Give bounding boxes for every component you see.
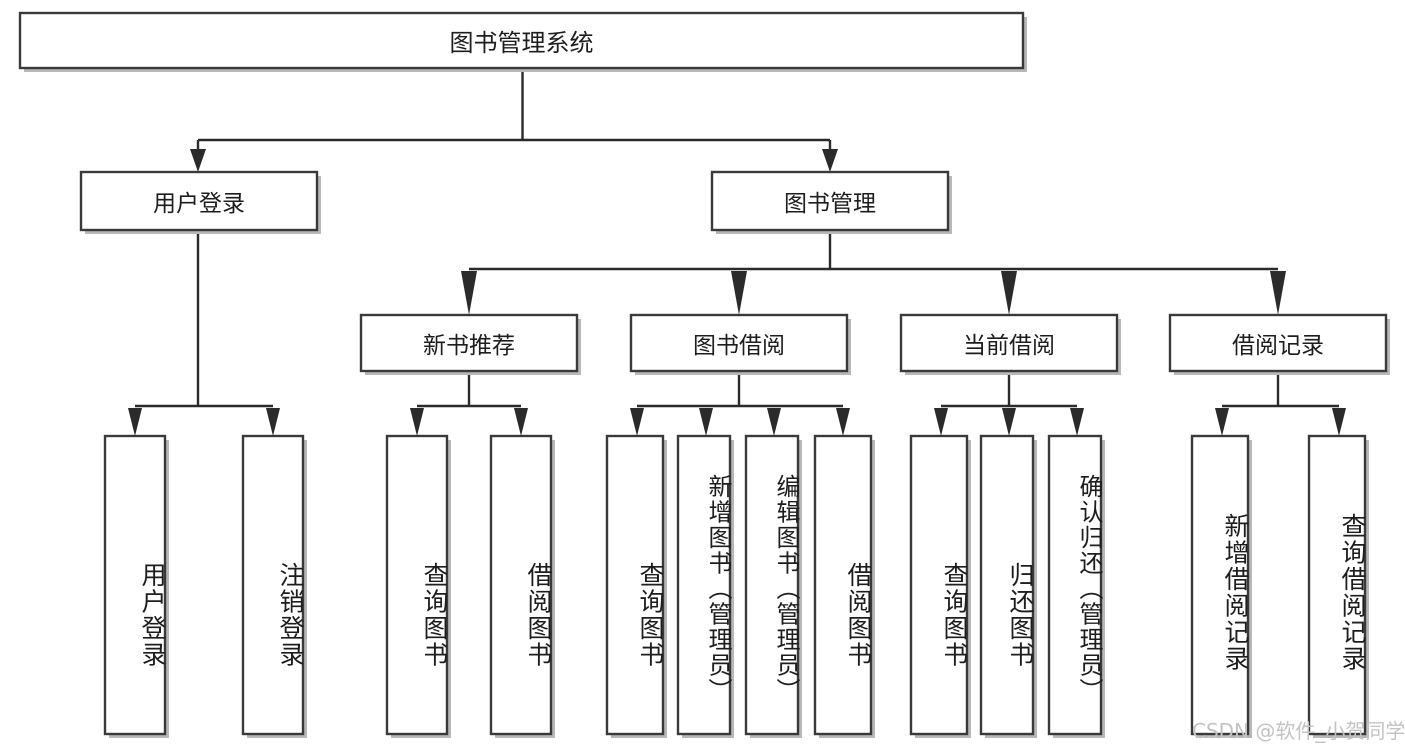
arrowhead-leaf-query-book-1: [410, 408, 424, 436]
arrowhead-current-borrow: [1001, 271, 1017, 315]
node-box-book-borrow[interactable]: [629, 313, 849, 373]
node-box-leaf-query-book-2[interactable]: [605, 434, 665, 736]
arrowhead-book-manage: [822, 149, 838, 172]
node-box-leaf-return-book[interactable]: [979, 434, 1035, 736]
edge-group: [128, 70, 1346, 436]
node-box-leaf-edit-book[interactable]: [744, 434, 800, 736]
node-box-leaf-borrow-book-1[interactable]: [489, 434, 553, 736]
node-box-book-manage[interactable]: [710, 170, 950, 232]
arrowhead-leaf-confirm-return: [1070, 408, 1084, 436]
arrowhead-new-book-recommend: [461, 271, 477, 315]
arrowhead-borrow-record: [1270, 271, 1286, 315]
node-box-leaf-add-record[interactable]: [1190, 434, 1250, 736]
arrowhead-leaf-user-login: [128, 408, 142, 436]
arrowhead-leaf-borrow-book-1: [514, 408, 528, 436]
arrowhead-leaf-query-book-3: [934, 408, 948, 436]
node-box-new-book-recommend[interactable]: [359, 313, 579, 373]
node-box-user-login[interactable]: [79, 170, 319, 232]
arrowhead-user-login: [190, 149, 206, 172]
arrowhead-leaf-query-record: [1332, 408, 1346, 436]
node-box-leaf-confirm-return[interactable]: [1047, 434, 1103, 736]
node-box-leaf-query-record[interactable]: [1307, 434, 1367, 736]
arrowhead-leaf-query-book-2: [630, 408, 644, 436]
node-box-root[interactable]: [18, 11, 1025, 70]
node-box-leaf-borrow-book-2[interactable]: [813, 434, 873, 736]
node-box-leaf-query-book-3[interactable]: [909, 434, 969, 736]
arrowhead-leaf-add-record: [1215, 408, 1229, 436]
arrowhead-leaf-logout-login: [266, 408, 280, 436]
arrowhead-leaf-return-book: [1002, 408, 1016, 436]
arrowhead-leaf-borrow-book-2: [836, 408, 850, 436]
node-box-borrow-record[interactable]: [1168, 313, 1388, 373]
arrowhead-book-borrow: [731, 271, 747, 315]
node-box-leaf-user-login[interactable]: [103, 434, 167, 736]
node-group: [18, 11, 1390, 738]
node-box-leaf-logout-login[interactable]: [241, 434, 305, 736]
node-box-leaf-query-book-1[interactable]: [385, 434, 449, 736]
node-box-leaf-add-book[interactable]: [676, 434, 732, 736]
node-box-current-borrow[interactable]: [899, 313, 1119, 373]
arrowhead-leaf-edit-book: [767, 408, 781, 436]
arrowhead-leaf-add-book: [699, 408, 713, 436]
